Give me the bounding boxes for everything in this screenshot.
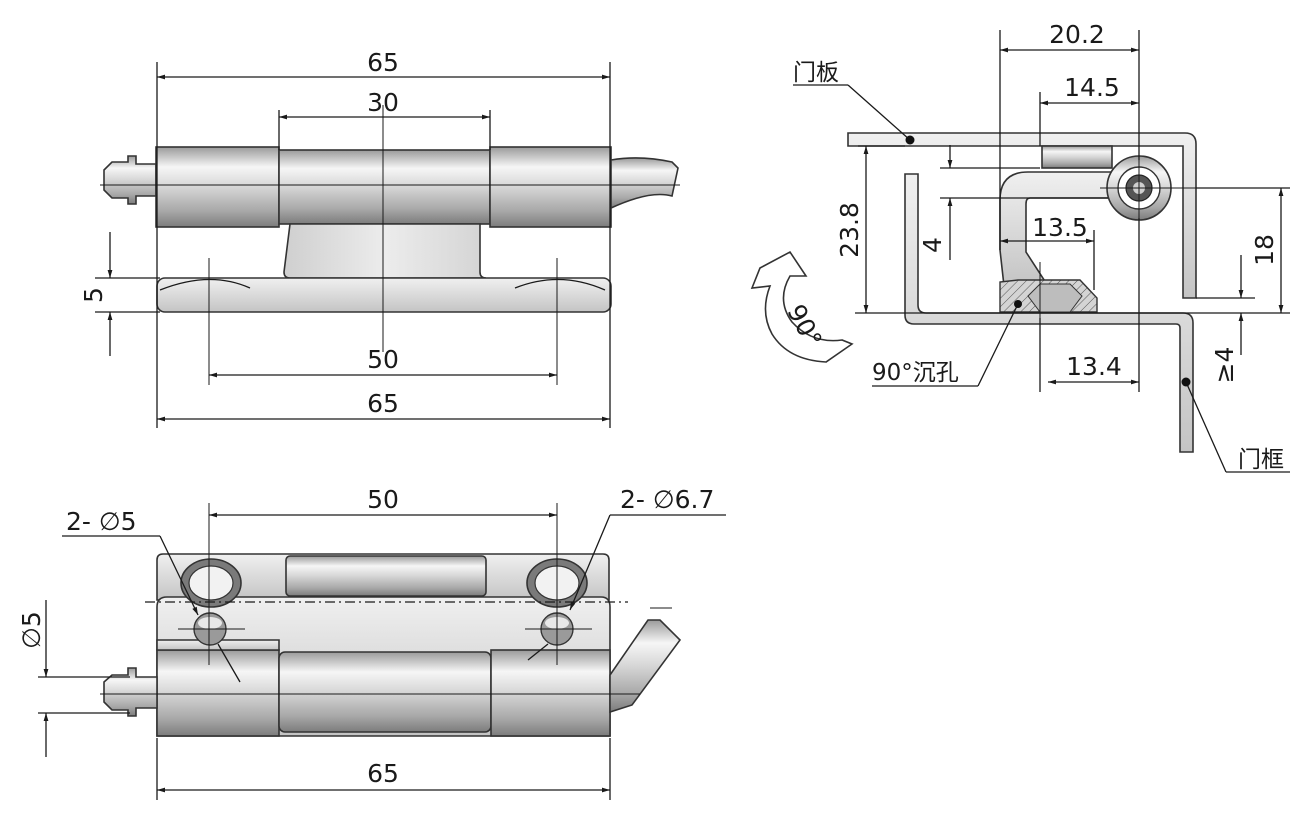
knuckle-right [489,146,612,228]
dim-ge4: ≥4 [1210,347,1239,384]
dim-overall-width: 65 [367,759,399,788]
top-pin-right [609,619,682,714]
dim-23-8: 23.8 [835,202,864,258]
knuckle-center [278,149,491,225]
dim-barrel-center: 30 [367,88,399,117]
dim-13-5: 13.5 [1032,213,1088,242]
side-view: 90° 20.2 14.5 23.8 4 13.5 18 13.4 ≥4 门板 … [750,20,1290,473]
label-door-panel: 门板 [793,60,839,86]
door-panel [847,132,1197,299]
dim-pin-diameter: ∅5 [17,611,46,649]
dim-20-2: 20.2 [1049,20,1105,49]
rotation-arrow [750,250,854,363]
front-knuckle-right [490,649,611,737]
dim-4: 4 [918,237,947,253]
pin-right [610,157,679,210]
dim-overall-bottom: 65 [367,389,399,418]
dim-13-4: 13.4 [1066,352,1122,381]
top-view: 50 2- ∅5 2- ∅6.7 ∅5 65 [17,485,726,800]
front-knuckle-center [278,651,492,733]
front-knuckle-left [156,649,280,737]
dim-hole-spacing-top: 50 [367,485,399,514]
front-view: 65 30 5 50 65 [79,48,680,428]
label-large-holes: 2- ∅6.7 [620,485,714,514]
dim-14-5: 14.5 [1064,73,1120,102]
label-countersink: 90°沉孔 [872,360,959,386]
web-plate [283,223,487,279]
pin-left [103,155,157,205]
dim-hole-spacing-front: 50 [367,345,399,374]
top-pin-left [103,667,158,717]
knuckle-left [155,146,280,228]
hinge-top-leaf [1041,145,1113,169]
dim-18: 18 [1250,234,1279,266]
label-door-frame: 门框 [1238,447,1284,473]
dim-overall-top: 65 [367,48,399,77]
base-plate [156,277,612,313]
dim-base-height: 5 [79,287,108,303]
label-small-holes: 2- ∅5 [66,507,137,536]
back-barrel [285,555,487,597]
